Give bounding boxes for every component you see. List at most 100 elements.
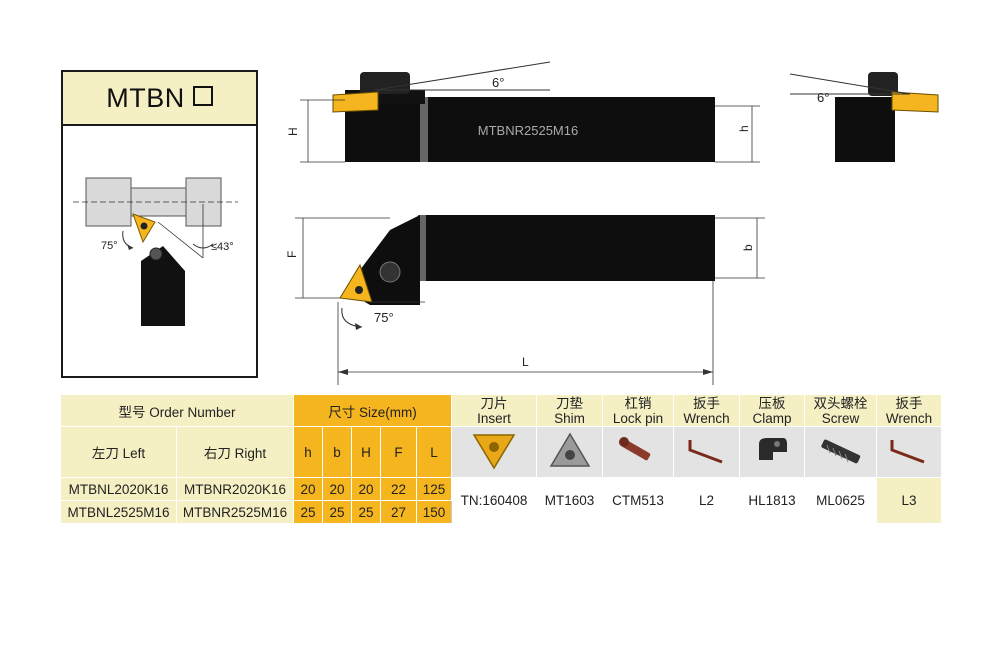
insert-image [451, 426, 537, 478]
dim-header-h: h [293, 426, 323, 478]
dim-header-H: H [351, 426, 381, 478]
plan-angle-label: 75° [374, 310, 394, 325]
lock-pin-image [602, 426, 674, 478]
part-en: Insert [477, 410, 511, 426]
screw-value: ML0625 [804, 477, 877, 524]
part-en: Screw [821, 410, 860, 426]
plan-holder-step [418, 215, 426, 281]
sketch-arc-43 [192, 243, 214, 249]
technical-drawing: MTBNR2525M16 6° H h 6° F [285, 61, 939, 385]
plan-holder-shank [418, 215, 715, 281]
angle-right-label: 6° [817, 90, 829, 105]
sketch-drawing: 75° ≤43° [73, 177, 238, 326]
left-header: 左刀 Left [60, 426, 177, 478]
clamp-value: HL1813 [739, 477, 805, 524]
part-en: Shim [554, 410, 585, 426]
sketch-insert-hole-icon [140, 222, 148, 230]
front-clamp-icon [868, 72, 898, 96]
sketch-holder-shank [141, 276, 185, 326]
side-clamp-icon [360, 72, 410, 94]
holder-engraving: MTBNR2525M16 [478, 123, 578, 138]
arrow-icon [127, 244, 133, 250]
plan-insert-hole-icon [355, 286, 363, 294]
arrow-icon [355, 323, 362, 330]
right-model: MTBNR2525M16 [176, 500, 294, 524]
plan-angle-arc [341, 307, 363, 328]
shim-image [536, 426, 603, 478]
dim-H-label: H [286, 127, 300, 136]
header-row-2: 左刀 Left 右刀 Right h b H F L [60, 426, 942, 478]
part-en: Wrench [683, 410, 730, 426]
dim-header-b: b [322, 426, 352, 478]
wrench-image-2 [876, 426, 942, 478]
arrow-icon [338, 369, 348, 375]
wrench-image [673, 426, 740, 478]
size-header: 尺寸 Size(mm) [293, 394, 452, 427]
angle-line [374, 61, 551, 91]
screw-image [804, 426, 877, 478]
side-holder-body [345, 97, 715, 162]
dim-L-label: L [522, 355, 529, 369]
part-en: Lock pin [612, 410, 664, 426]
plan-insert-icon [339, 263, 373, 303]
cell-F: 22 [380, 477, 417, 501]
sketch-angle-43: ≤43° [211, 241, 234, 253]
cell-b: 20 [322, 477, 352, 501]
sketch-guide-line [157, 221, 204, 259]
wrench-icon [890, 439, 925, 463]
wrench-icon [688, 439, 723, 463]
cell-h: 25 [293, 500, 323, 524]
sketch-angle-75: 75° [101, 240, 118, 252]
screw-icon [820, 439, 860, 463]
arrow-icon [703, 369, 713, 375]
right-model: MTBNR2020K16 [176, 477, 294, 501]
front-holder-body [835, 97, 895, 162]
shim-icon [549, 432, 590, 467]
front-view: 6° [789, 72, 939, 162]
clamp-image [739, 426, 805, 478]
side-view: MTBNR2525M16 6° H h [286, 61, 760, 163]
left-model: MTBNL2020K16 [60, 477, 177, 501]
angle-left-label: 6° [492, 75, 504, 90]
angle-line [789, 73, 911, 95]
table-row: MTBNL2020K16 MTBNR2020K16 20 20 20 22 12… [60, 477, 942, 524]
lock-pin-value: CTM513 [602, 477, 674, 524]
order-number-header: 型号 Order Number [60, 394, 294, 427]
cell-H: 20 [351, 477, 381, 501]
dim-h-label: h [737, 125, 751, 132]
left-model: MTBNL2525M16 [60, 500, 177, 524]
part-cn: 刀片 [480, 395, 508, 411]
lock-pin-icon [619, 436, 651, 460]
model-title-box: MTBN [61, 70, 258, 126]
part-cn: 压板 [758, 395, 786, 411]
dim-header-L: L [416, 426, 452, 478]
part-cn: 刀垫 [556, 395, 583, 411]
wrench-value: L2 [673, 477, 740, 524]
dim-F-label: F [285, 251, 299, 258]
shim-value: MT1603 [536, 477, 603, 524]
right-header: 右刀 Right [176, 426, 294, 478]
part-cn: 扳手 [693, 395, 720, 411]
part-cn: 双头螺栓 [813, 395, 868, 411]
insert-icon [472, 433, 516, 469]
cell-H: 25 [351, 500, 381, 524]
table-row: MTBNL2525M16 MTBNR2525M16 25 25 25 27 15… [60, 500, 942, 524]
dim-b-label: b [741, 244, 755, 251]
wrench-value-2: L3 [876, 477, 942, 524]
cell-h: 20 [293, 477, 323, 501]
sketch-screw-icon [149, 247, 163, 261]
front-insert-icon [891, 91, 939, 113]
dim-header-F: F [380, 426, 417, 478]
part-en: Wrench [885, 410, 933, 426]
side-insert-icon [332, 91, 379, 113]
clamp-icon [759, 437, 787, 460]
